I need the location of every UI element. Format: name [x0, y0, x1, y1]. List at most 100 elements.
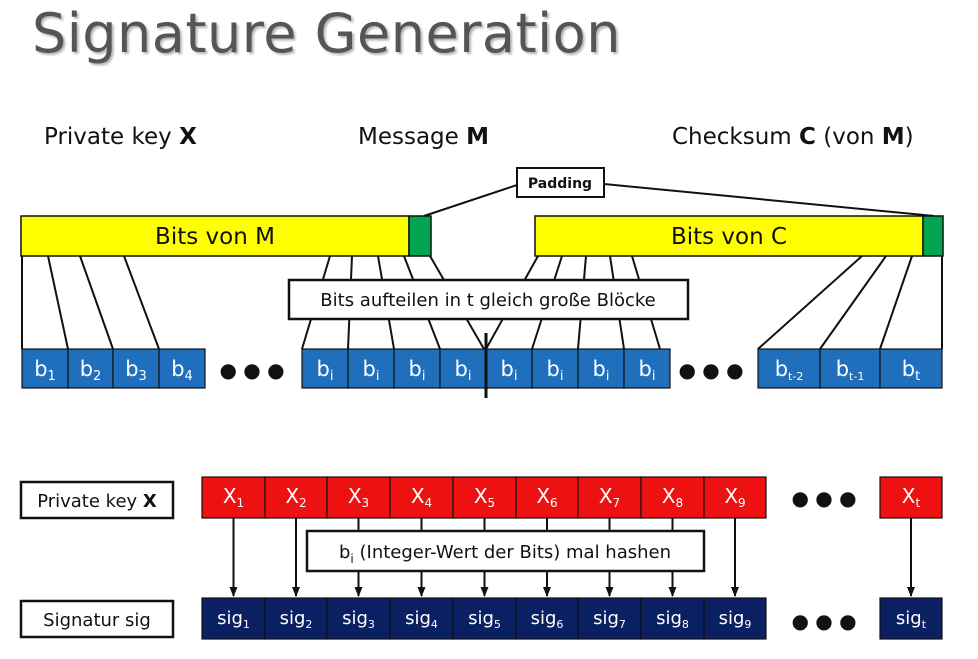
signature-block-rect [703, 597, 767, 640]
hash-label-box [305, 529, 706, 573]
bit-block-rect [623, 348, 671, 389]
signature-block-label: sig6 [531, 608, 564, 631]
ellipsis-dots-blocks-right: ● ● ● [678, 358, 743, 382]
private-key-block-label: X2 [285, 484, 306, 510]
private-key-block-rect [389, 476, 454, 519]
private-key-block-label: X1 [223, 484, 244, 510]
header-checksum-label: Checksum [672, 124, 800, 150]
bit-block: bi [577, 348, 625, 389]
ellipsis-dots-sigs: ● ● ● [791, 609, 856, 633]
padding-label: Padding [528, 176, 592, 192]
header-private-key-var: X [179, 124, 197, 150]
signature-block-label: sig9 [719, 608, 752, 631]
bit-block-label: bi [363, 357, 380, 384]
private-key-block: X6 [515, 476, 579, 519]
private-key-block: X8 [640, 476, 705, 519]
bit-block-rect [393, 348, 441, 389]
private-key-block-label: X3 [348, 484, 369, 510]
private-key-block-label: X4 [411, 484, 432, 510]
bits-checksum-bar [534, 215, 924, 257]
bit-block: bi [623, 348, 671, 389]
private-key-block-label: Xt [902, 484, 921, 510]
bit-block: b1 [21, 348, 69, 389]
bit-block-rect [158, 348, 206, 389]
signature-block-rect [326, 597, 391, 640]
bit-block: b4 [158, 348, 206, 389]
signature-block-rect [389, 597, 454, 640]
private-key-block-rect [640, 476, 705, 519]
split-label-box [287, 278, 690, 321]
padding-box [516, 167, 605, 198]
private-key-block-label: X7 [599, 484, 620, 510]
signature-block-label: sig5 [468, 608, 501, 631]
signature-block: sig2 [264, 597, 328, 640]
bit-block-rect [347, 348, 395, 389]
bit-block: bt-1 [819, 348, 881, 389]
signature-block-rect [515, 597, 579, 640]
signature-block-rect [577, 597, 642, 640]
bit-block-label: bi [317, 357, 334, 384]
private-key-block-label: X9 [724, 484, 745, 510]
signature-block: sig8 [640, 597, 705, 640]
bit-block-rect [531, 348, 579, 389]
bit-block-label: bi [455, 357, 472, 384]
bit-block-label: bi [639, 357, 656, 384]
bit-block-label: b3 [125, 357, 147, 384]
signature-block-label: sig8 [656, 608, 689, 631]
ellipsis-dots-keys: ● ● ● [791, 486, 856, 510]
bit-block-label: bt [902, 357, 920, 384]
private-key-block: Xt [879, 476, 943, 519]
private-key-block: X7 [577, 476, 642, 519]
signature-block-rect [879, 597, 943, 640]
bit-block: bi [485, 348, 533, 389]
header-message-var: M [466, 124, 490, 150]
bit-block: b2 [67, 348, 114, 389]
private-key-box [19, 480, 175, 520]
private-key-block: X9 [703, 476, 767, 519]
signature-block-rect [452, 597, 517, 640]
signature-block-label: sig3 [342, 608, 375, 631]
signature-block-label: sig7 [593, 608, 626, 631]
bit-block: bi [393, 348, 441, 389]
private-key-block: X1 [201, 476, 266, 519]
private-key-block: X2 [264, 476, 328, 519]
bit-block-label: bi [409, 357, 426, 384]
private-key-block-label: X5 [474, 484, 495, 510]
header-message: Message M [358, 124, 489, 150]
padding-lines [423, 183, 935, 217]
private-key-block: X4 [389, 476, 454, 519]
bit-block: bt-2 [757, 348, 821, 389]
bits-message-bar [20, 215, 410, 257]
signature-block: sig9 [703, 597, 767, 640]
bit-block-label: b4 [171, 357, 193, 384]
bit-block-label: bt-2 [775, 357, 804, 383]
private-key-block-label: X6 [536, 484, 557, 510]
private-key-block-rect [703, 476, 767, 519]
bit-block: bi [531, 348, 579, 389]
header-checksum-mid: (von [815, 124, 882, 150]
bit-block-rect [757, 348, 821, 389]
signature-block-label: sigt [896, 608, 927, 631]
bit-block-label: bi [501, 357, 518, 384]
signature-box [19, 599, 175, 639]
bit-block-rect [67, 348, 114, 389]
bit-block-label: bi [593, 357, 610, 384]
bits-checksum-label: Bits von C [671, 224, 787, 250]
signature-block: sig6 [515, 597, 579, 640]
private-key-block-rect [577, 476, 642, 519]
signature-block-rect [201, 597, 266, 640]
split-label: Bits aufteilen in t gleich große Blöcke [320, 290, 655, 311]
bit-block: bi [347, 348, 395, 389]
signature-block: sig3 [326, 597, 391, 640]
signature-block-label: sig2 [280, 608, 313, 631]
signature-block: sigt [879, 597, 943, 640]
header-checksum-var: C [799, 124, 816, 150]
bit-block-rect [819, 348, 881, 389]
bit-block-rect [577, 348, 625, 389]
padding-message [408, 215, 432, 257]
private-key-box-label: Private key X [37, 491, 157, 512]
signature-block-rect [640, 597, 705, 640]
private-key-block-rect [201, 476, 266, 519]
